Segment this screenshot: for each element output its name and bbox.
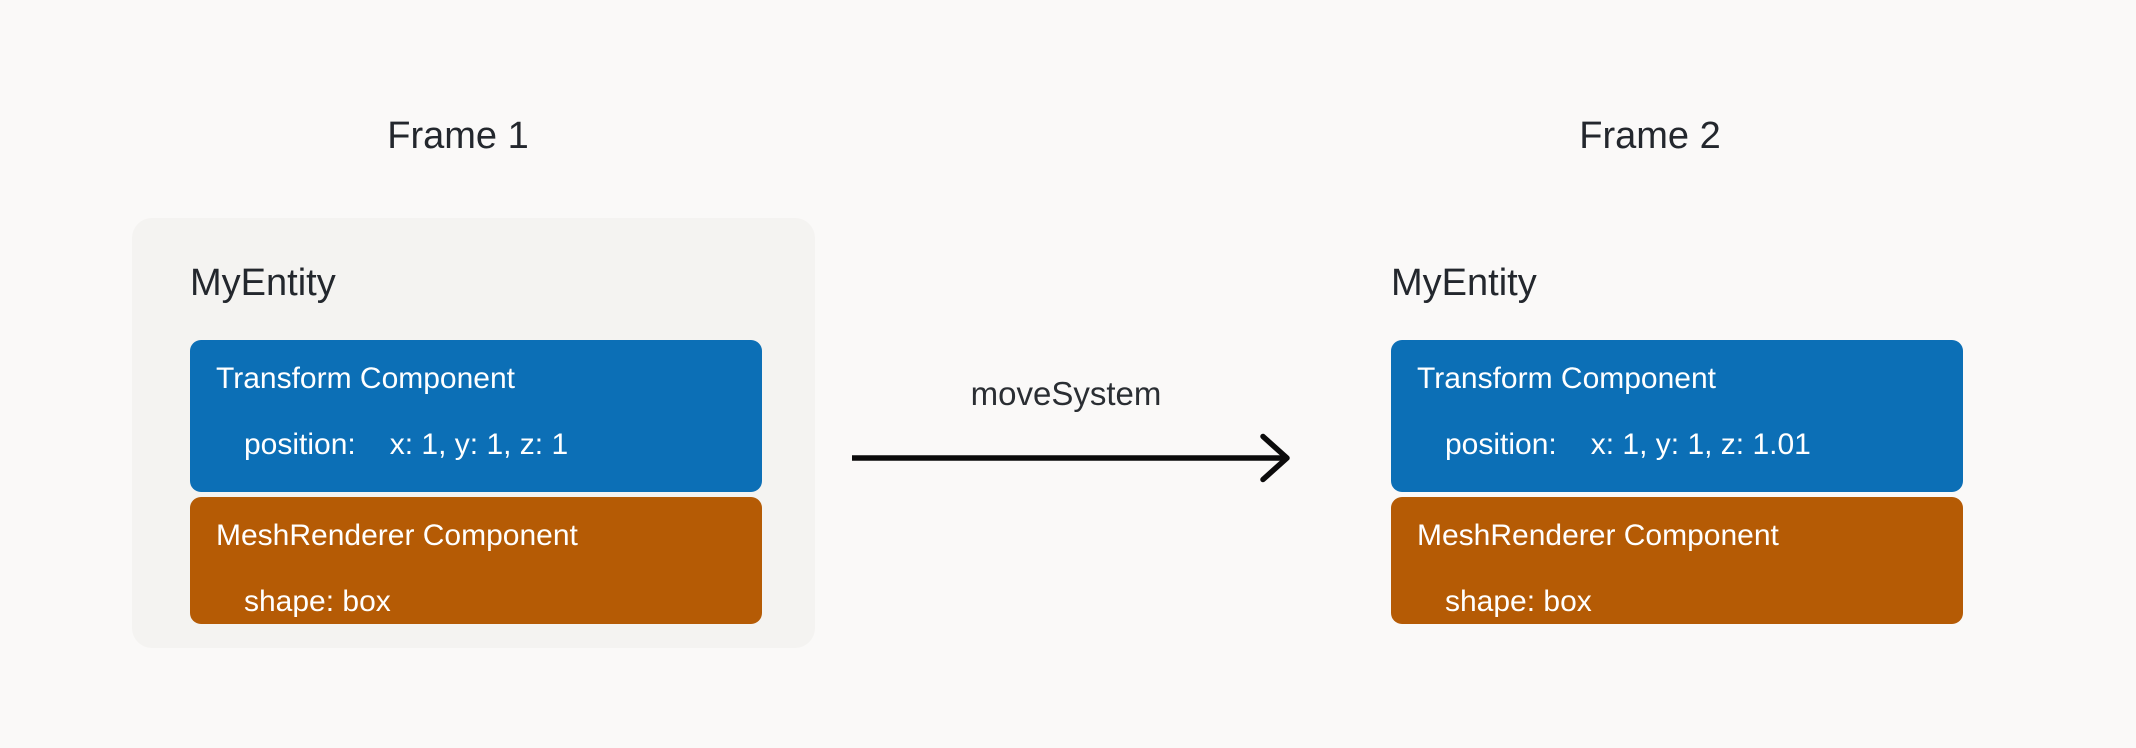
shape-value: shape: box [244, 585, 391, 618]
entity-group-frame2: MyEntity Transform Component position: x… [1333, 218, 2016, 648]
component-title: Transform Component [216, 362, 516, 395]
transform-component-box: Transform Component position: x: 1, y: 1… [190, 340, 762, 492]
position-row: position: x: 1, y: 1, z: 1.01 [1445, 427, 1811, 463]
position-value: x: 1, y: 1, z: 1.01 [1590, 428, 1811, 461]
entity-name: MyEntity [190, 262, 336, 304]
meshrenderer-component-box: MeshRenderer Component shape: box [190, 497, 762, 624]
component-title: MeshRenderer Component [1417, 519, 1779, 552]
arrow-label: moveSystem [970, 375, 1162, 412]
entity-name: MyEntity [1391, 262, 1537, 304]
frame-1-label: Frame 1 [387, 115, 529, 157]
shape-row: shape: box [244, 584, 391, 620]
position-row: position: x: 1, y: 1, z: 1 [244, 427, 568, 463]
entity-card-frame1: MyEntity Transform Component position: x… [132, 218, 815, 648]
shape-value: shape: box [1445, 585, 1592, 618]
meshrenderer-component-box: MeshRenderer Component shape: box [1391, 497, 1963, 624]
position-label: position: [244, 428, 356, 461]
position-label: position: [1445, 428, 1557, 461]
frame-2-label: Frame 2 [1579, 115, 1721, 157]
transform-component-box: Transform Component position: x: 1, y: 1… [1391, 340, 1963, 492]
position-value: x: 1, y: 1, z: 1 [389, 428, 569, 461]
shape-row: shape: box [1445, 584, 1592, 620]
component-title: Transform Component [1417, 362, 1717, 395]
component-title: MeshRenderer Component [216, 519, 578, 552]
